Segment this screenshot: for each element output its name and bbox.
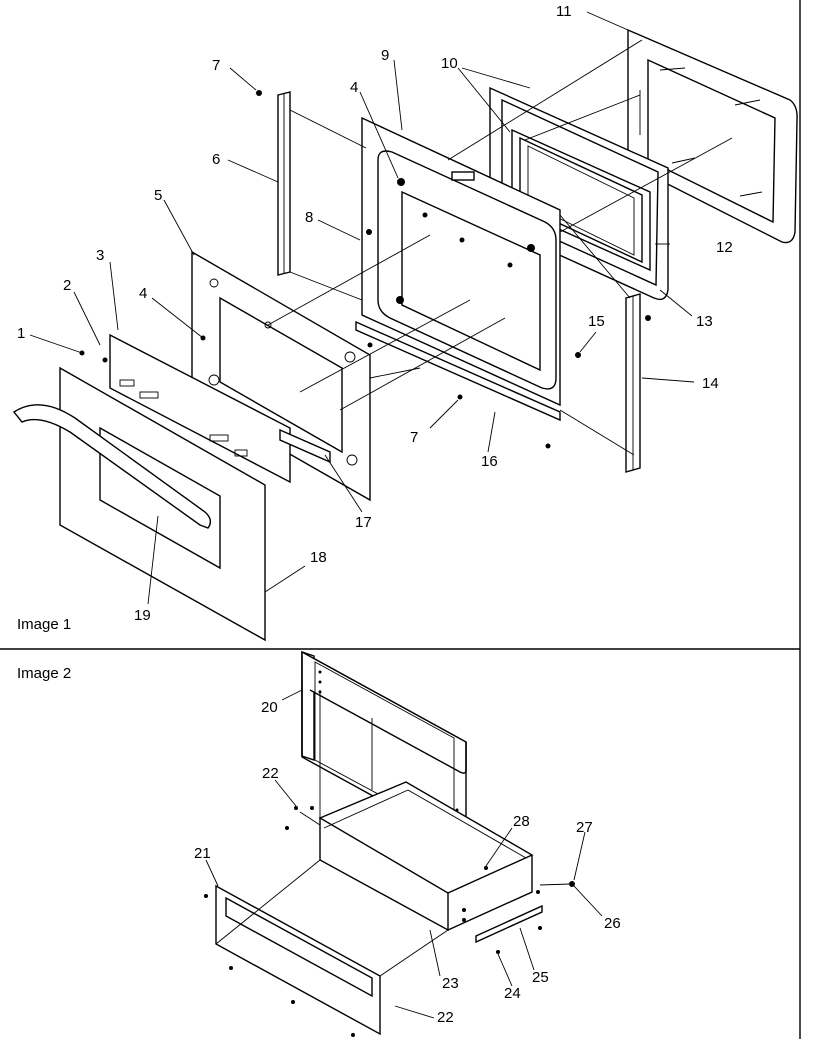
part-14-side-rail: [625, 293, 641, 473]
drawer-assembly: 20 21 22 22 23 24 25 26 27 28: [194, 650, 621, 1037]
part-19-door-handle: [12, 404, 212, 529]
leader-lines-image2: [205, 689, 603, 1019]
callout: 24: [504, 985, 521, 1002]
panel-label-image-2: Image 2: [17, 665, 72, 682]
callout: 10: [441, 55, 458, 72]
callout: 1: [17, 325, 25, 342]
callout: 22: [262, 765, 279, 782]
callout: 14: [702, 375, 719, 392]
callout: 22: [437, 1009, 454, 1026]
callout: 11: [556, 3, 572, 20]
callout: 2: [63, 277, 71, 294]
callout: 9: [381, 47, 389, 64]
leader-lines: [29, 11, 695, 605]
callout: 8: [305, 209, 313, 226]
callout: 19: [134, 607, 151, 624]
part-6-side-rail: [277, 91, 291, 276]
part-5-insulation-panel: [191, 250, 371, 502]
screws: [79, 90, 651, 449]
callout: 26: [604, 915, 621, 932]
callout: 25: [532, 969, 549, 986]
callout: 16: [481, 453, 498, 470]
callout: 15: [588, 313, 605, 330]
part-18-outer-panel: [59, 366, 266, 642]
callout: 6: [212, 151, 220, 168]
callout-labels-image1: 1 2 3 4 4 5 6 7 7 8 9 10 11 12 13 14 15 …: [17, 3, 733, 624]
callout: 5: [154, 187, 162, 204]
callout: 7: [410, 429, 418, 446]
part-25-runner: [475, 904, 543, 944]
callout: 23: [442, 975, 459, 992]
callout: 4: [350, 79, 358, 96]
part-13-glass-pack: [511, 128, 651, 272]
part-9-inner-panel: [361, 116, 561, 407]
callout: 17: [355, 514, 372, 531]
callout: 7: [212, 57, 220, 74]
callout: 20: [261, 699, 278, 716]
drawer-box: [318, 781, 534, 932]
assembly-lines-image2: [215, 690, 571, 977]
part-16-bottom-channel: [355, 320, 561, 422]
screws-image2: [204, 806, 575, 1037]
assembly-lines: [267, 39, 733, 456]
callout: 4: [139, 285, 147, 302]
part-21-drawer-front: [215, 884, 381, 1036]
callout: 27: [576, 819, 593, 836]
part-3-bracket: [109, 333, 291, 484]
callout: 28: [513, 813, 530, 830]
callout: 3: [96, 247, 104, 264]
callout: 18: [310, 549, 327, 566]
panel-label-image-1: Image 1: [17, 616, 72, 633]
callout-labels-image2: 20 21 22 22 23 24 25 26 27 28: [194, 699, 621, 1026]
part-20-back-panel: [301, 650, 467, 849]
oven-door-assembly: 1 2 3 4 4 5 6 7 7 8 9 10 11 12 13 14 15 …: [12, 3, 798, 642]
callout: 13: [696, 313, 713, 330]
callout: 21: [194, 845, 211, 862]
callout: 12: [716, 239, 733, 256]
